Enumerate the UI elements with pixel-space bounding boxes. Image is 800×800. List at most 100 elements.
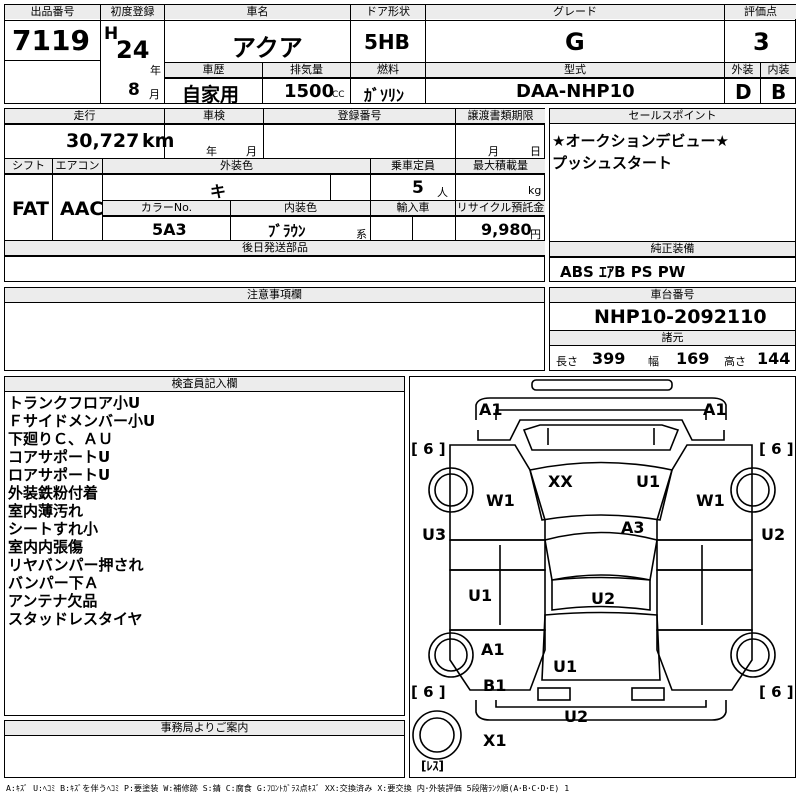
inspection-month-unit: 月 [246, 145, 257, 158]
max-load-label: 最大積載量 [456, 159, 545, 174]
interior-label: 内装 [761, 63, 796, 78]
score: 3 [753, 28, 770, 56]
damage-code: X1 [483, 731, 507, 750]
mileage-unit: km [142, 130, 175, 152]
color-no-label: カラーNo. [103, 201, 230, 216]
sales-line-2: プッシュスタート [552, 154, 673, 172]
fuel-label: 燃料 [351, 63, 425, 78]
inspector-line: 外装鉄粉付着 [8, 484, 99, 502]
inspector-line: アンテナ欠品 [8, 592, 98, 610]
chassis-box [549, 287, 796, 371]
tire-tread: [ 6 ] [759, 683, 794, 701]
damage-code: U2 [761, 525, 786, 544]
equipment-label: 純正装備 [550, 242, 795, 257]
history-label: 車歴 [165, 63, 262, 78]
sales-line-1: ★オークションデビュー★ [552, 132, 729, 150]
inspection-year-unit: 年 [206, 145, 217, 158]
damage-code: A3 [621, 518, 645, 537]
recycle: 9,980 [481, 220, 532, 239]
notes-label: 注意事項欄 [5, 288, 544, 303]
grade-label: グレード [426, 5, 724, 19]
inspector-line: リヤバンパー押され [8, 556, 144, 574]
ext-color-label: 外装色 [103, 159, 370, 174]
top-section [4, 4, 796, 104]
inspector-line: 室内内張傷 [8, 538, 84, 556]
model: DAA-NHP10 [516, 81, 635, 102]
inspector-line: 下廻りＣ、ＡＵ [8, 430, 114, 448]
month-unit: 月 [149, 88, 160, 101]
notes-box [4, 287, 545, 371]
exterior-label: 外装 [725, 63, 760, 78]
fuel: ｶﾞｿﾘﾝ [364, 86, 405, 105]
damage-code: A1 [703, 400, 727, 419]
length-label: 長さ [556, 355, 578, 368]
damage-code: A1 [479, 400, 503, 419]
exterior-score: D [735, 80, 752, 104]
color-no: 5A3 [152, 220, 187, 239]
inspector-label: 検査員記入欄 [5, 377, 404, 392]
damage-code: U3 [422, 525, 447, 544]
damage-code: B1 [483, 676, 507, 695]
first-reg-month: 8 [128, 80, 140, 100]
inspector-line: スタッドレスタイヤ [8, 610, 143, 628]
interior-score: B [771, 80, 787, 104]
first-reg-label: 初度登録 [101, 5, 164, 19]
int-color-label: 内装色 [231, 201, 370, 216]
door-label: ドア形状 [351, 5, 425, 19]
spare-tire-label: [ﾚｽ] [421, 759, 444, 773]
transfer-day: 日 [530, 145, 541, 158]
year-unit: 年 [150, 64, 161, 77]
inspector-line: 室内薄汚れ [8, 502, 84, 520]
damage-code: U1 [636, 472, 661, 491]
damage-code: W1 [696, 491, 725, 510]
ac-label: エアコン [53, 159, 102, 174]
reg-no-label: 登録番号 [264, 109, 455, 124]
tire-tread: [ 6 ] [759, 440, 794, 458]
inspector-line: Ｆサイドメンバー小U [8, 412, 156, 430]
inspector-line: シートすれ小 [8, 520, 99, 538]
damage-code: XX [548, 472, 573, 491]
inspector-box [4, 376, 405, 716]
inspector-line: バンパー下Ａ [8, 574, 99, 592]
legend: A:ｷｽﾞ U:ﾍｺﾐ B:ｷｽﾞを伴うﾍｺﾐ P:要塗装 W:補修跡 S:錆 … [6, 783, 570, 793]
sales-point-box [549, 108, 796, 282]
int-color: ﾌﾞﾗｳﾝ [268, 222, 306, 240]
shift-label: シフト [5, 159, 52, 174]
tire-tread: [ 6 ] [411, 440, 446, 458]
damage-code: A1 [481, 640, 505, 659]
sales-point-label: セールスポイント [550, 109, 795, 124]
height: 144 [757, 349, 791, 368]
width: 169 [676, 349, 710, 368]
damage-code: W1 [486, 491, 515, 510]
car-name: アクア [232, 34, 303, 62]
specs-label: 諸元 [550, 331, 795, 346]
recycle-label: リサイクル預託金 [456, 201, 545, 216]
chassis-label: 車台番号 [550, 288, 795, 303]
car-name-label: 車名 [165, 5, 350, 19]
later-parts-label: 後日発送部品 [5, 241, 545, 256]
ac: AAC [60, 198, 104, 220]
transfer-month: 月 [488, 145, 499, 158]
inspection-label: 車検 [165, 109, 263, 124]
score-label: 評価点 [725, 5, 796, 19]
model-label: 型式 [426, 63, 724, 78]
detail-section [4, 108, 545, 282]
damage-code: U2 [591, 589, 616, 608]
capacity-unit: 人 [437, 186, 448, 199]
damage-diagram [409, 376, 796, 778]
mileage: 30,727 [66, 130, 140, 152]
mileage-label: 走行 [5, 109, 164, 124]
ext-color: キ [210, 182, 227, 201]
history: 自家用 [182, 84, 240, 106]
tire-tread: [ 6 ] [411, 683, 446, 701]
transfer-label: 譲渡書類期限 [456, 109, 545, 124]
width-label: 幅 [648, 355, 659, 368]
height-label: 高さ [724, 355, 746, 368]
chassis-number: NHP10-2092110 [594, 306, 767, 328]
capacity: 5 [412, 178, 424, 198]
shift: FAT [12, 198, 49, 220]
inspector-line: コアサポートU [8, 448, 111, 466]
displacement: 1500 [284, 81, 335, 102]
damage-code: U1 [553, 657, 578, 676]
import-label: 輸入車 [371, 201, 455, 216]
